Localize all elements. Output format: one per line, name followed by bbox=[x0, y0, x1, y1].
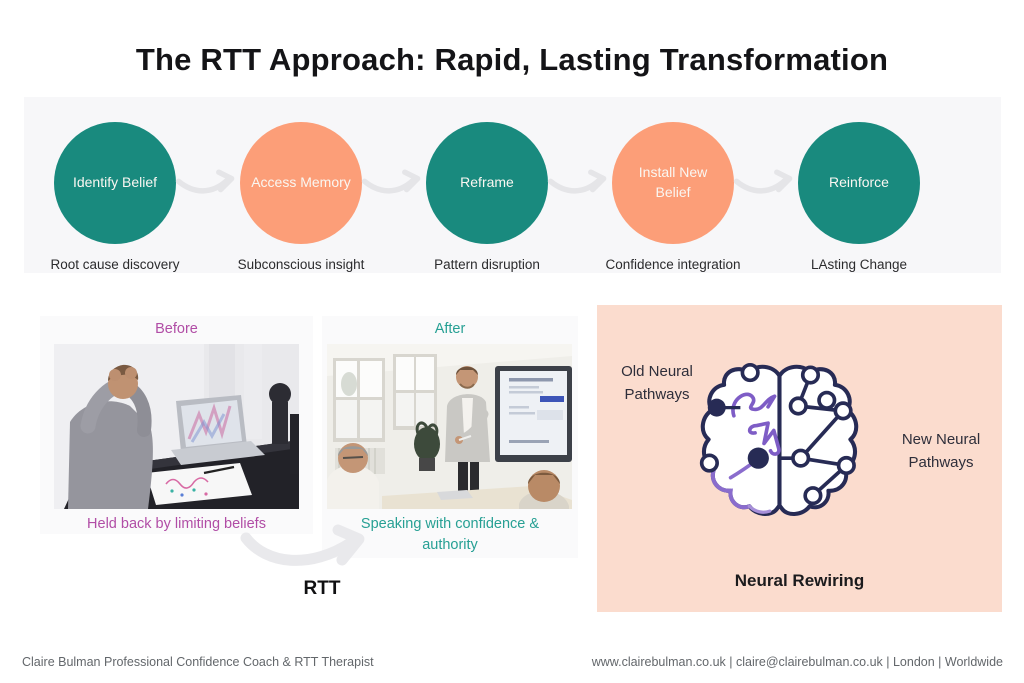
arrow-right-icon bbox=[361, 169, 421, 194]
after-label: After bbox=[434, 321, 466, 337]
step-circle: Reframe bbox=[426, 122, 548, 244]
step-circle: Access Memory bbox=[240, 122, 362, 244]
step-caption: LAsting Change bbox=[810, 257, 908, 272]
arrow-right-icon bbox=[733, 169, 793, 194]
new-pathways-label: New Neural Pathways bbox=[901, 431, 981, 471]
after-card: After bbox=[322, 316, 578, 558]
step-label: Install New Belief bbox=[638, 164, 708, 200]
page-title: The RTT Approach: Rapid, Lasting Transfo… bbox=[135, 42, 889, 77]
step-install-new-belief: Install New Belief Confidence integratio… bbox=[580, 122, 766, 272]
step-access-memory: Access Memory Subconscious insight bbox=[208, 122, 394, 272]
panel-title: Neural Rewiring bbox=[734, 571, 865, 590]
footer-contact: www.clairebulman.co.uk | claire@clairebu… bbox=[591, 655, 1003, 669]
step-caption: Pattern disruption bbox=[434, 257, 540, 272]
step-circle: Install New Belief bbox=[612, 122, 734, 244]
rtt-arrow-icon bbox=[240, 524, 365, 566]
footer-author: Claire Bulman Professional Confidence Co… bbox=[22, 655, 374, 669]
after-photo bbox=[327, 344, 572, 509]
rtt-label: RTT bbox=[303, 578, 341, 599]
arrow-right-icon bbox=[175, 169, 235, 194]
old-pathways-label: Old Neural Pathways bbox=[621, 363, 693, 403]
neural-rewiring-panel: Old Neural Pathways bbox=[597, 305, 1002, 612]
after-caption: Speaking with confidence & authority bbox=[360, 516, 540, 554]
step-caption: Confidence integration bbox=[605, 257, 741, 272]
step-reinforce: Reinforce LAsting Change bbox=[766, 122, 952, 272]
step-label: Reframe bbox=[460, 174, 514, 191]
before-card: Before bbox=[40, 316, 313, 534]
process-flow-band: Identify Belief Root cause discovery Acc… bbox=[24, 97, 1001, 273]
step-identify-belief: Identify Belief Root cause discovery bbox=[22, 122, 208, 272]
before-caption: Held back by limiting beliefs bbox=[87, 516, 266, 532]
step-circle: Identify Belief bbox=[54, 122, 176, 244]
arrow-right-icon bbox=[547, 169, 607, 194]
step-reframe: Reframe Pattern disruption bbox=[394, 122, 580, 272]
step-label: Identify Belief bbox=[72, 174, 158, 191]
before-label: Before bbox=[155, 321, 198, 337]
before-photo bbox=[54, 344, 299, 509]
step-circle: Reinforce bbox=[798, 122, 920, 244]
step-label: Reinforce bbox=[829, 174, 889, 191]
step-label: Access Memory bbox=[251, 174, 351, 191]
step-caption: Root cause discovery bbox=[50, 257, 180, 272]
step-caption: Subconscious insight bbox=[237, 257, 365, 272]
brain-icon bbox=[699, 363, 859, 516]
